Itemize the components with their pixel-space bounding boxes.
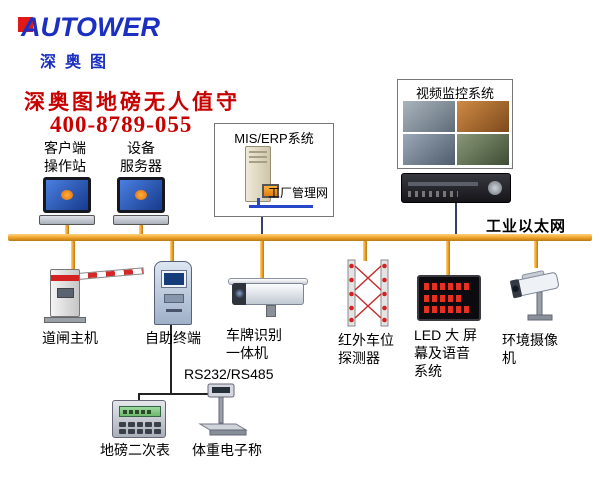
plate-camera-label-line1: 车牌识别 xyxy=(226,327,282,343)
kiosk-keypad xyxy=(164,294,184,303)
server-station-label: 设备 服务器 xyxy=(110,139,172,175)
client-station-label-line1: 客户端 xyxy=(44,140,86,156)
server-station-label-line2: 服务器 xyxy=(120,158,162,174)
infrared-detector-icon xyxy=(347,259,389,327)
plate-camera-label-line2: 一体机 xyxy=(226,345,268,361)
connector-line xyxy=(261,217,263,234)
camera-feed-thumbnail xyxy=(403,101,455,132)
monitor-icon xyxy=(117,177,165,213)
pc-case-icon xyxy=(39,215,95,225)
kiosk-label: 自助终端 xyxy=(145,330,201,346)
video-surveillance-title: 视频监控系统 xyxy=(415,86,494,101)
infrared-label-line1: 红外车位 xyxy=(338,332,394,348)
logo-red-square-icon xyxy=(18,17,33,32)
camera-feed-thumbnail xyxy=(457,134,509,165)
logo-subtext: 深奥图 xyxy=(40,54,116,71)
platform-scale-icon xyxy=(198,383,248,436)
led-label-line2: 幕及语音 xyxy=(414,345,470,361)
kiosk-screen xyxy=(162,271,186,287)
connector-line xyxy=(363,241,367,261)
client-computer-icon xyxy=(38,177,96,229)
pc-case-icon xyxy=(113,215,169,225)
weighing-indicator-icon xyxy=(112,400,166,438)
led-label-line3: 系统 xyxy=(414,363,442,379)
connector-line xyxy=(139,225,143,234)
camera-feed-grid xyxy=(403,101,509,165)
indicator-keys xyxy=(119,422,161,434)
connector-line xyxy=(170,241,174,261)
serial-line xyxy=(170,325,172,395)
scale-label: 体重电子称 xyxy=(192,442,262,458)
env-camera-label-line1: 环境摄像 xyxy=(502,332,558,348)
connector-line xyxy=(71,241,75,269)
led-display-icon xyxy=(417,275,481,321)
factory-network-label: 工厂管理网 xyxy=(267,186,328,200)
mis-erp-title: MIS/ERP系统 xyxy=(234,131,314,146)
led-label: LED 大 屏 幕及语音 系统 xyxy=(414,326,494,380)
kiosk-body xyxy=(154,261,192,325)
camera-feed-thumbnail xyxy=(403,134,455,165)
server-station-label-line1: 设备 xyxy=(127,140,155,156)
env-camera-label-line2: 机 xyxy=(502,350,516,366)
barrier-label: 道闸主机 xyxy=(42,330,98,346)
factory-network-line xyxy=(249,205,313,208)
phone-number: 400-8789-055 xyxy=(50,112,193,137)
env-camera-icon xyxy=(510,270,559,321)
server-computer-icon xyxy=(112,177,170,229)
infrared-label-line2: 探测器 xyxy=(338,350,380,366)
connector-line xyxy=(446,241,450,275)
camera-lens-icon xyxy=(235,289,244,298)
camera-feed-thumbnail xyxy=(457,101,509,132)
connector-line xyxy=(455,203,457,234)
barrier-gate-icon xyxy=(44,265,148,325)
barrier-cabinet-icon xyxy=(50,269,80,317)
kiosk-slot xyxy=(166,309,182,312)
client-station-label-line2: 操作站 xyxy=(44,158,86,174)
logo-brand-text: AUTOWER xyxy=(21,12,160,42)
plate-camera-icon xyxy=(222,272,314,324)
kiosk-icon xyxy=(152,261,194,327)
infrared-label: 红外车位 探测器 xyxy=(338,331,410,367)
meter-label: 地磅二次表 xyxy=(100,442,170,458)
env-camera-label: 环境摄像 机 xyxy=(502,331,574,367)
serial-line xyxy=(138,393,140,402)
factory-network-drop-line xyxy=(257,198,260,205)
ethernet-bus-label: 工业以太网 xyxy=(486,218,567,235)
serial-protocol-label: RS232/RS485 xyxy=(184,366,274,382)
logo: AUTOWER 深奥图 xyxy=(16,10,176,74)
page-title: 深奥图地磅无人值守 xyxy=(24,91,240,114)
plate-camera-label: 车牌识别 一体机 xyxy=(226,326,306,362)
connector-line xyxy=(534,241,538,268)
video-surveillance-box: 视频监控系统 xyxy=(397,79,513,169)
connector-line xyxy=(260,241,264,278)
client-station-label: 客户端 操作站 xyxy=(30,139,100,175)
serial-line xyxy=(138,393,218,395)
industrial-ethernet-bus xyxy=(8,234,592,241)
dvr-icon xyxy=(401,173,511,203)
server-tower-icon xyxy=(245,146,279,202)
barrier-arm-icon xyxy=(77,267,145,280)
indicator-screen xyxy=(119,406,161,417)
mis-erp-box: MIS/ERP系统 工厂管理网 xyxy=(214,123,334,217)
led-label-line1: LED 大 屏 xyxy=(414,327,478,343)
monitor-icon xyxy=(43,177,91,213)
connector-line xyxy=(65,225,69,234)
